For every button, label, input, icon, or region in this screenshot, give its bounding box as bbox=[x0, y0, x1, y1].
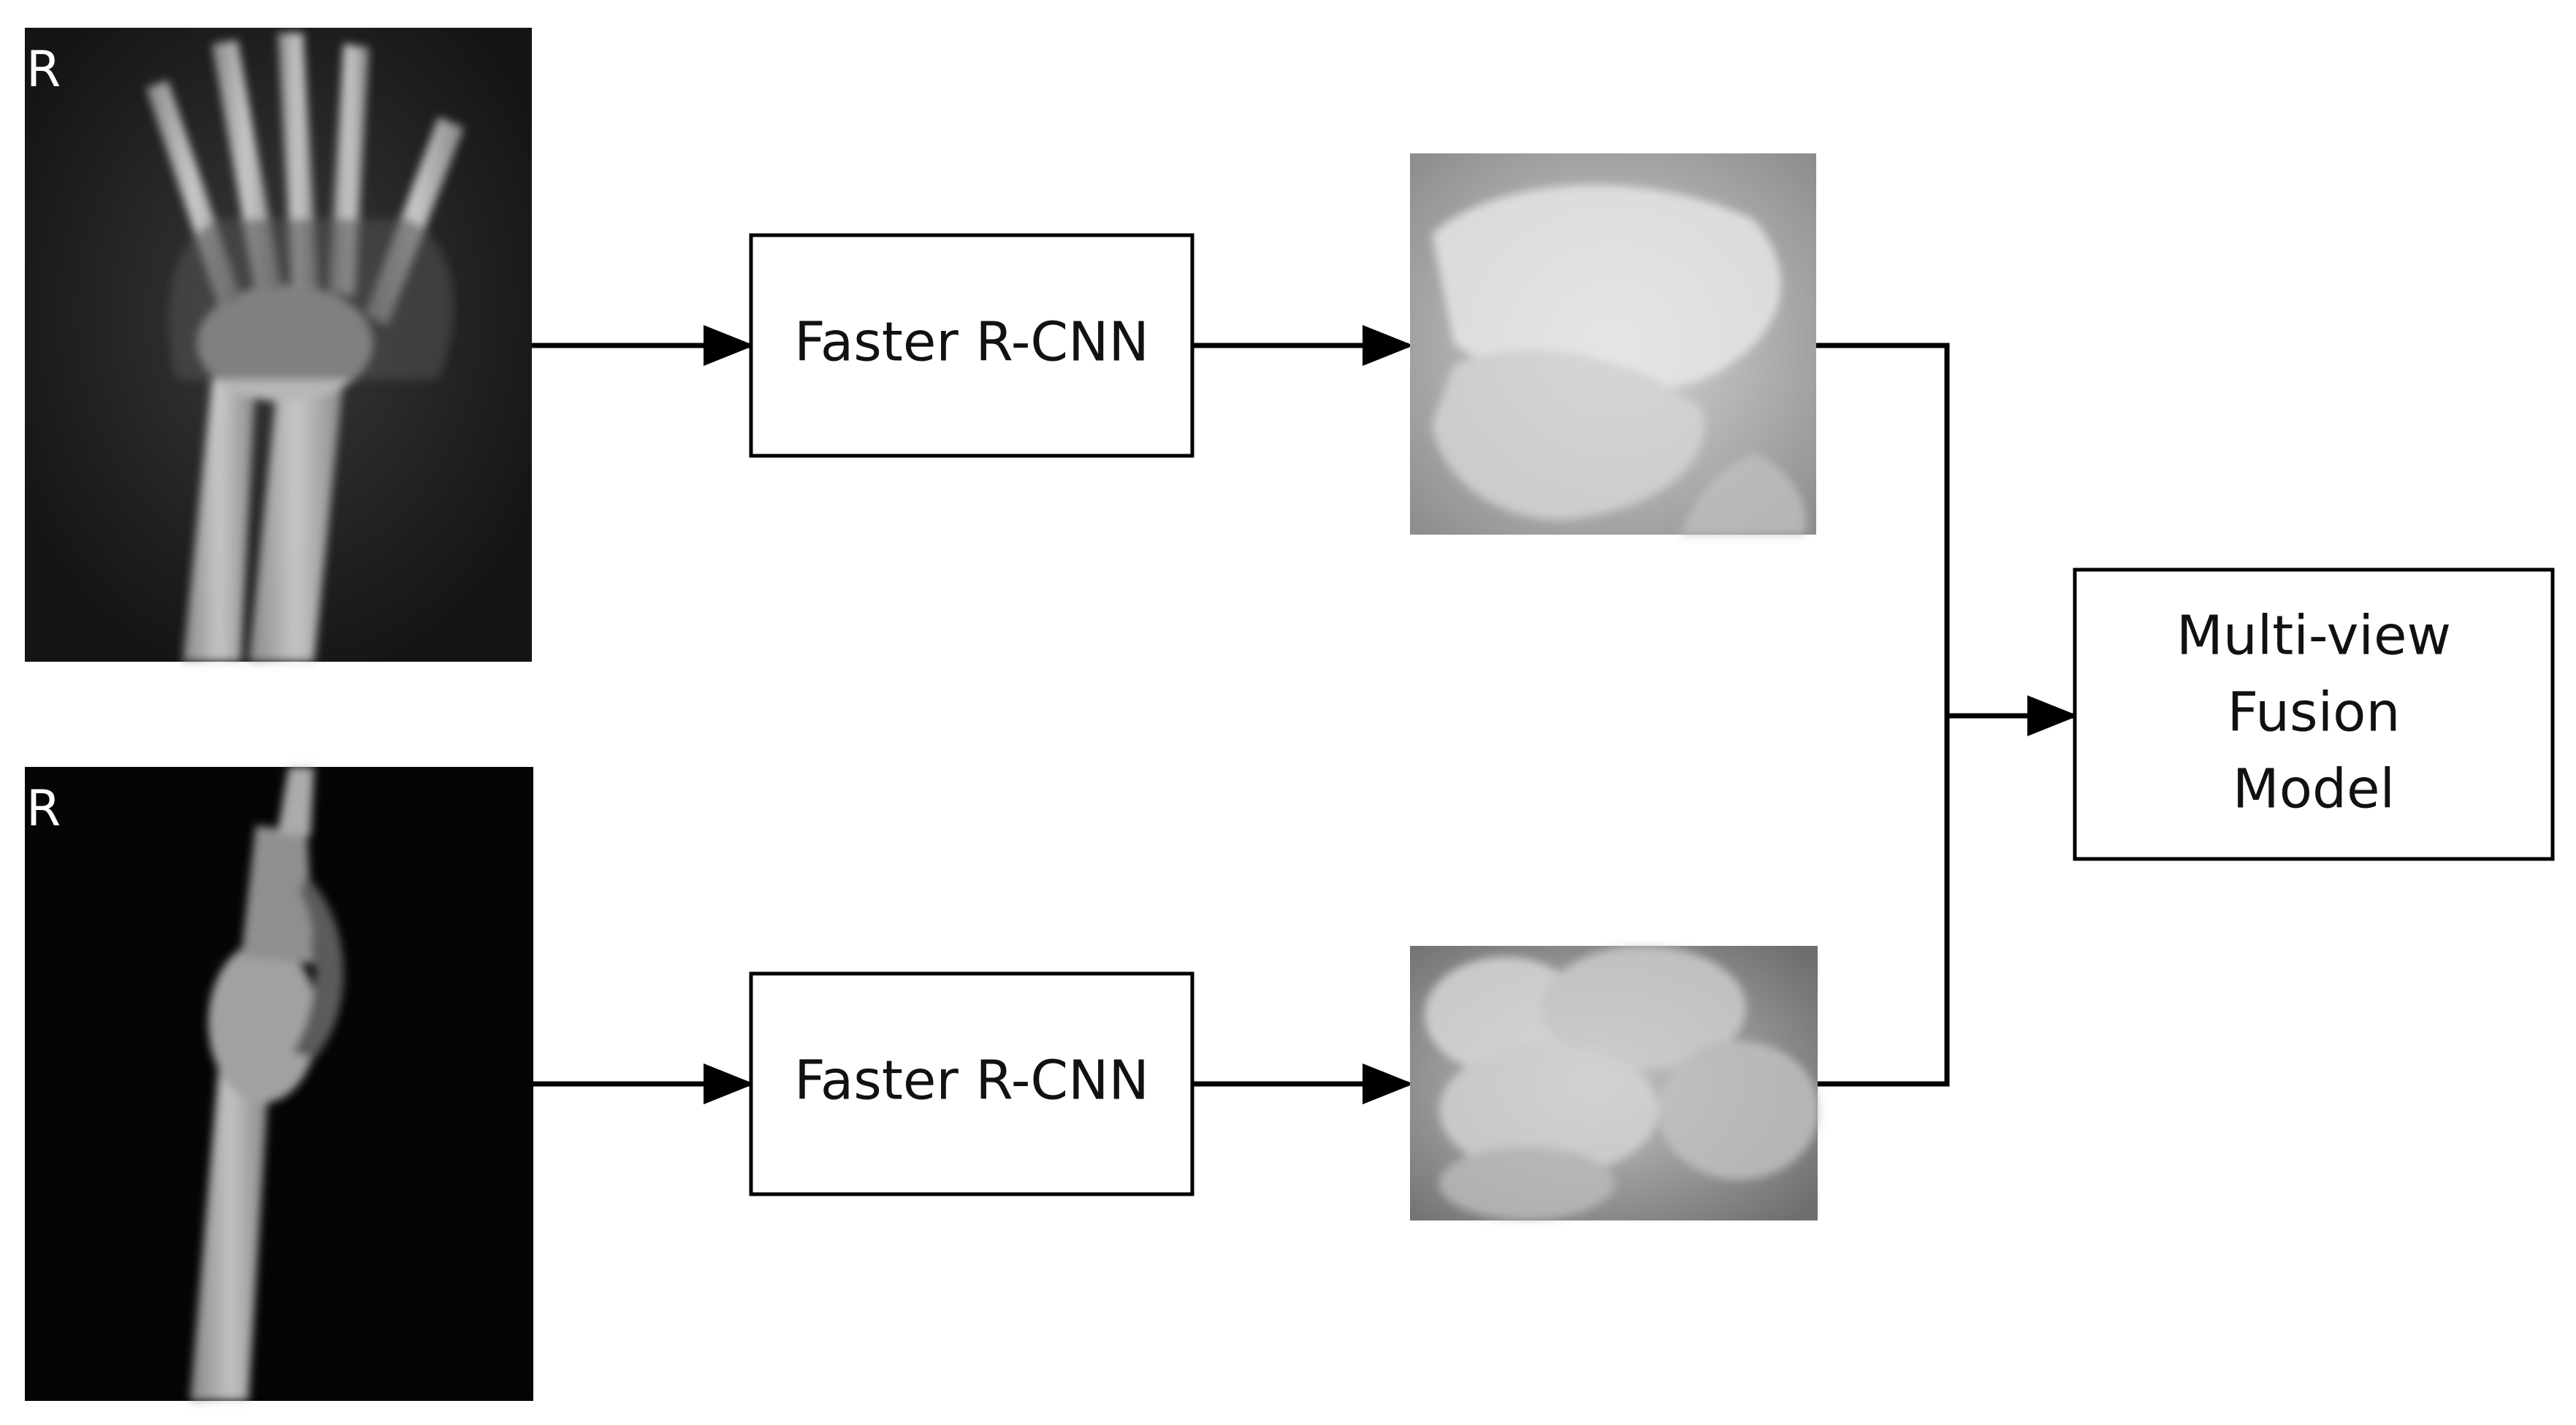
top-cropped-roi-image bbox=[1410, 153, 1816, 535]
detector-box-top: Faster R-CNN bbox=[749, 233, 1194, 458]
fusion-label-line2: Fusion bbox=[2228, 681, 2401, 744]
lateral-wrist-xray-image: R bbox=[25, 767, 533, 1401]
pa-wrist-xray-image: R bbox=[25, 28, 532, 662]
fusion-model-box: Multi-view Fusion Model bbox=[2073, 568, 2555, 861]
fusion-label-line3: Model bbox=[2233, 758, 2395, 821]
connector-bottom-crop-to-merge bbox=[1818, 716, 1950, 1087]
connector-top-crop-to-merge bbox=[1816, 343, 1950, 716]
bottom-cropped-roi-image bbox=[1410, 946, 1819, 1220]
view-marker-bottom: R bbox=[26, 780, 61, 838]
detector-bottom-label: Faster R-CNN bbox=[794, 1050, 1149, 1112]
view-marker-top: R bbox=[26, 41, 61, 99]
detector-top-label: Faster R-CNN bbox=[794, 311, 1149, 374]
detector-box-bottom: Faster R-CNN bbox=[749, 971, 1194, 1196]
fusion-label-line1: Multi-view bbox=[2176, 605, 2451, 668]
